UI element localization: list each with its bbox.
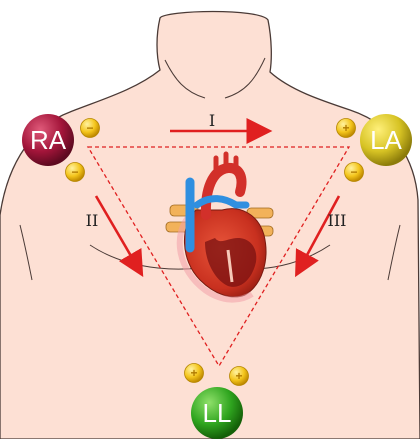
ll-lead-badge: LL (191, 387, 243, 439)
svg-text:RA: RA (30, 125, 67, 155)
la-electrode-1: + (337, 119, 356, 138)
svg-text:−: − (350, 165, 357, 179)
la-electrode-2: − (345, 163, 364, 182)
ll-electrode-1: + (185, 364, 204, 383)
svg-text:LL: LL (203, 398, 232, 428)
la-lead-badge: LA (360, 114, 412, 166)
ra-lead-badge: RA (22, 114, 74, 166)
svg-text:+: + (235, 369, 242, 383)
ll-electrode-2: + (230, 367, 249, 386)
ra-electrode-2: − (66, 163, 85, 182)
lead-ii-label: II (86, 211, 99, 230)
svg-text:+: + (190, 366, 197, 380)
lead-iii-label: III (328, 211, 347, 230)
svg-text:+: + (342, 121, 349, 135)
svg-text:−: − (86, 121, 93, 135)
svg-text:−: − (71, 165, 78, 179)
lead-i-label: I (209, 111, 215, 130)
ra-electrode-1: − (81, 119, 100, 138)
svg-text:LA: LA (370, 125, 402, 155)
